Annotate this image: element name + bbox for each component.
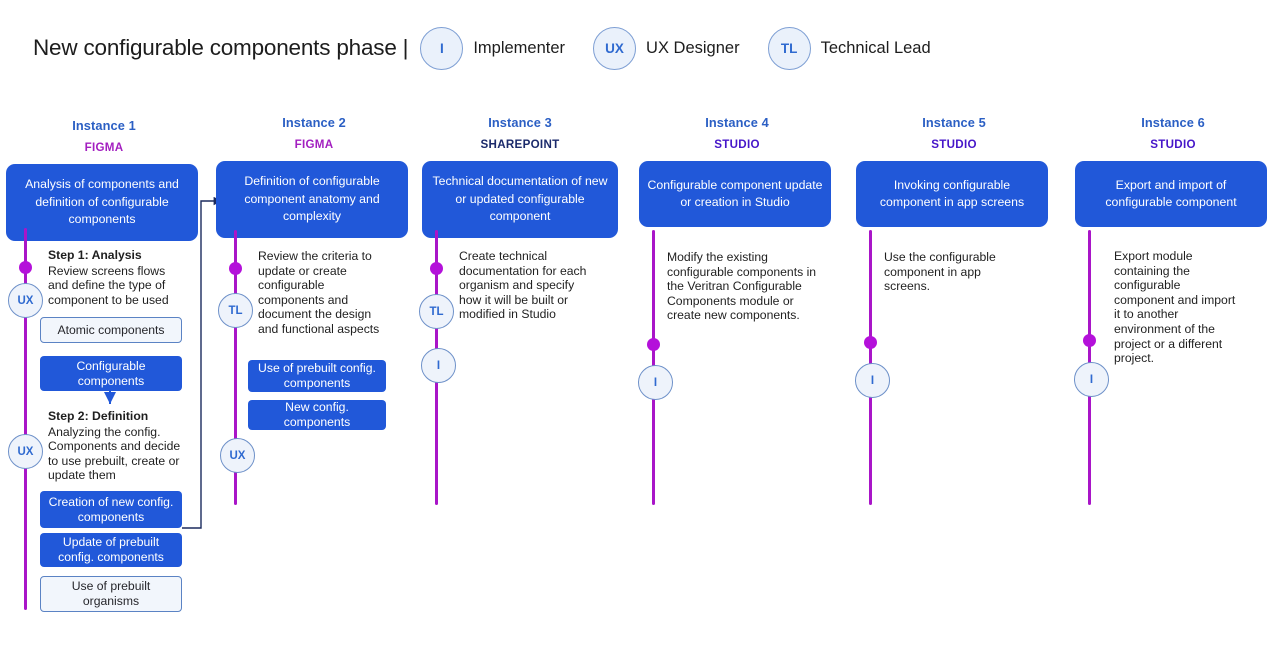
step-block-6-1: Export module containing the configurabl…: [1114, 249, 1244, 366]
legend-label-ux-designer: UX Designer: [646, 38, 740, 57]
column-header-instance-5: Instance 5 STUDIO: [856, 115, 1052, 152]
step-title-1-2: Step 2: Definition: [48, 409, 149, 423]
step-text-2-1: Review the criteria to update or create …: [258, 249, 380, 336]
step-text-1-2: Analyzing the config. Components and dec…: [48, 424, 181, 483]
phase-box-instance-1[interactable]: Analysis of components and definition of…: [6, 164, 198, 241]
legend-item-ux-designer: UX UX Designer: [593, 26, 740, 70]
instance-label-1: Instance 1: [72, 118, 136, 133]
column-instance-5: Instance 5 STUDIO Invoking configurable …: [856, 115, 1052, 227]
column-header-instance-6: Instance 6 STUDIO: [1075, 115, 1271, 152]
timeline-badge-3-1[interactable]: TL: [419, 294, 454, 329]
step-block-5-1: Use the configurable component in app sc…: [884, 250, 1024, 294]
chip-update-of-prebuilt-config-components[interactable]: Update of prebuilt config. components: [40, 533, 182, 567]
timeline-dot-1-1: [19, 261, 32, 274]
tool-label-6: STUDIO: [1150, 138, 1196, 151]
column-header-instance-4: Instance 4 STUDIO: [639, 115, 835, 152]
tool-label-1: FIGMA: [84, 141, 124, 154]
legend-label-implementer: Implementer: [473, 38, 566, 57]
phase-box-instance-4[interactable]: Configurable component update or creatio…: [639, 161, 831, 227]
phase-box-instance-5[interactable]: Invoking configurable component in app s…: [856, 161, 1048, 227]
column-instance-6: Instance 6 STUDIO Export and import of c…: [1075, 115, 1271, 227]
chip-new-config-components[interactable]: New config. components: [248, 400, 386, 430]
timeline-badge-1-1[interactable]: UX: [8, 283, 43, 318]
instance-label-2: Instance 2: [282, 115, 346, 130]
timeline-line-2: [234, 230, 237, 505]
chip-atomic-components[interactable]: Atomic components: [40, 317, 182, 343]
timeline-dot-3-1: [430, 262, 443, 275]
timeline-dot-4-1: [647, 338, 660, 351]
step-block-4-1: Modify the existing configurable compone…: [667, 250, 817, 323]
role-badge-technical-lead: TL: [767, 26, 811, 70]
timeline-dot-6-1: [1083, 334, 1096, 347]
instance-label-3: Instance 3: [488, 115, 552, 130]
connector-instance1-to-instance2: [182, 196, 222, 529]
phase-box-instance-3[interactable]: Technical documentation of new or update…: [422, 161, 618, 238]
role-badge-implementer: I: [420, 26, 464, 70]
column-instance-2: Instance 2 FIGMA Definition of configura…: [216, 115, 412, 238]
legend-item-technical-lead: TL Technical Lead: [767, 26, 931, 70]
instance-label-6: Instance 6: [1141, 115, 1205, 130]
timeline-badge-6-1[interactable]: I: [1074, 362, 1109, 397]
step-block-1-2: Step 2: Definition Analyzing the config.…: [48, 409, 188, 483]
timeline-badge-2-2[interactable]: UX: [220, 438, 255, 473]
step-text-3-1: Create technical documentation for each …: [459, 249, 587, 322]
column-header-instance-2: Instance 2 FIGMA: [216, 115, 412, 152]
chip-use-of-prebuilt-config-components[interactable]: Use of prebuilt config. components: [248, 360, 386, 392]
page-header: New configurable components phase | I Im…: [33, 26, 931, 70]
tool-label-2: FIGMA: [294, 138, 334, 151]
tool-label-3: SHAREPOINT: [480, 138, 560, 151]
step-text-1-1: Review screens flows and define the type…: [48, 263, 169, 307]
step-block-2-1: Review the criteria to update or create …: [258, 249, 393, 337]
role-badge-ux-designer: UX: [593, 26, 637, 70]
phase-box-instance-2[interactable]: Definition of configurable component ana…: [216, 161, 408, 238]
phase-box-instance-6[interactable]: Export and import of configurable compon…: [1075, 161, 1267, 227]
column-instance-3: Instance 3 SHAREPOINT Technical document…: [422, 115, 618, 238]
step-block-1-1: Step 1: Analysis Review screens flows an…: [48, 248, 183, 307]
timeline-badge-4-1[interactable]: I: [638, 365, 673, 400]
chip-use-of-prebuilt-organisms[interactable]: Use of prebuilt organisms: [40, 576, 182, 612]
tool-label-4: STUDIO: [714, 138, 760, 151]
timeline-badge-3-2[interactable]: I: [421, 348, 456, 383]
timeline-dot-5-1: [864, 336, 877, 349]
column-header-instance-3: Instance 3 SHAREPOINT: [422, 115, 618, 152]
timeline-dot-2-1: [229, 262, 242, 275]
timeline-badge-2-1[interactable]: TL: [218, 293, 253, 328]
legend-item-implementer: I Implementer: [420, 26, 566, 70]
legend-label-technical-lead: Technical Lead: [820, 38, 931, 57]
step-block-3-1: Create technical documentation for each …: [459, 249, 594, 322]
page-title: New configurable components phase |: [33, 35, 409, 60]
step-text-6-1: Export module containing the configurabl…: [1114, 249, 1236, 366]
timeline-line-1: [24, 228, 27, 610]
step-title-1-1: Step 1: Analysis: [48, 248, 142, 262]
chip-creation-of-new-config-components[interactable]: Creation of new config. components: [40, 491, 182, 528]
timeline-badge-5-1[interactable]: I: [855, 363, 890, 398]
role-legend: I Implementer UX UX Designer TL Technica…: [420, 26, 931, 70]
column-instance-1: Instance 1 FIGMA Analysis of components …: [6, 118, 202, 241]
instance-label-5: Instance 5: [922, 115, 986, 130]
tool-label-5: STUDIO: [931, 138, 977, 151]
step-text-5-1: Use the configurable component in app sc…: [884, 250, 996, 294]
timeline-badge-1-2[interactable]: UX: [8, 434, 43, 469]
column-instance-4: Instance 4 STUDIO Configurable component…: [639, 115, 835, 227]
column-header-instance-1: Instance 1 FIGMA: [6, 118, 202, 155]
chip-configurable-components[interactable]: Configurable components: [40, 356, 182, 391]
step-text-4-1: Modify the existing configurable compone…: [667, 250, 817, 323]
instance-label-4: Instance 4: [705, 115, 769, 130]
